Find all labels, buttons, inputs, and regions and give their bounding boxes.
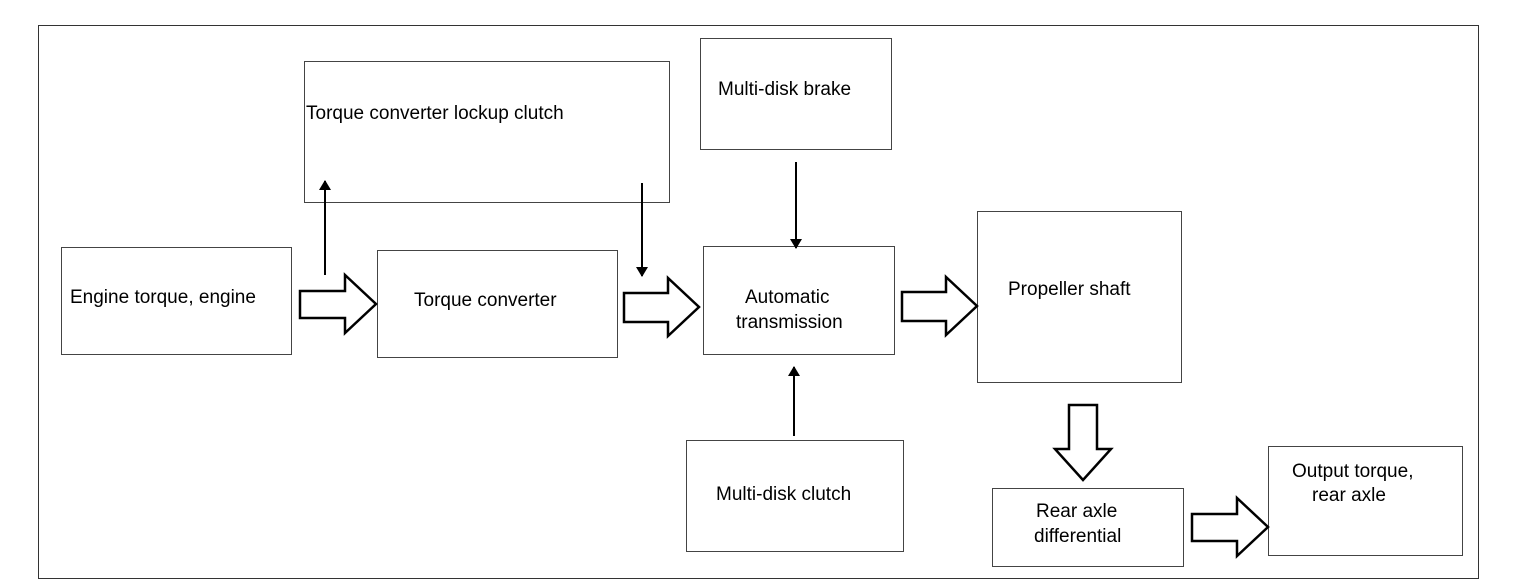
engine-label: Engine torque, engine xyxy=(70,287,256,308)
output-torque-label-line2: rear axle xyxy=(1312,485,1386,506)
rear-axle-differential-label-line2: differential xyxy=(1034,526,1122,547)
block-arrow-engine-to-converter xyxy=(298,272,378,336)
block-arrow-propeller-to-differential xyxy=(1052,403,1114,482)
automatic-transmission-label-line1: Automatic xyxy=(745,287,830,308)
propeller-shaft-box xyxy=(977,211,1182,383)
propeller-shaft-label: Propeller shaft xyxy=(1008,279,1131,300)
lockup-clutch-box xyxy=(304,61,670,203)
rear-axle-differential-box xyxy=(992,488,1184,567)
torque-converter-label: Torque converter xyxy=(414,290,557,311)
multi-disk-brake-box xyxy=(700,38,892,150)
multi-disk-clutch-box xyxy=(686,440,904,552)
automatic-transmission-label-line2: transmission xyxy=(736,312,843,333)
block-arrow-differential-to-output xyxy=(1190,495,1270,559)
block-arrow-transmission-to-propeller xyxy=(900,274,979,338)
multi-disk-clutch-label: Multi-disk clutch xyxy=(716,484,852,505)
output-torque-label-line1: Output torque, xyxy=(1292,461,1414,482)
lockup-clutch-label: Torque converter lockup clutch xyxy=(306,103,564,124)
block-arrow-converter-to-transmission xyxy=(622,275,701,339)
torque-converter-box xyxy=(377,250,618,358)
engine-box xyxy=(61,247,292,355)
rear-axle-differential-label-line1: Rear axle xyxy=(1036,501,1118,522)
multi-disk-brake-label: Multi-disk brake xyxy=(718,79,852,100)
output-torque-box xyxy=(1268,446,1463,556)
diagram-frame xyxy=(38,25,1479,579)
